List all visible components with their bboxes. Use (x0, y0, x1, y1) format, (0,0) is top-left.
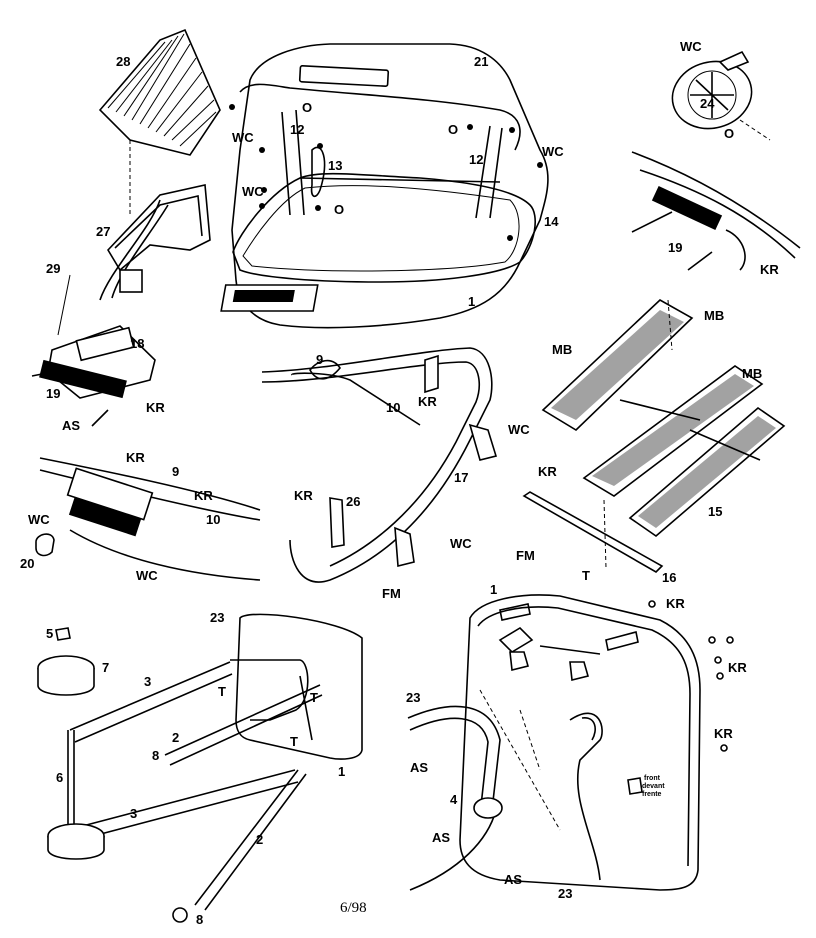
callout-mb: MB (704, 308, 724, 323)
callout-as: AS (410, 760, 428, 775)
callout-26: 26 (346, 494, 360, 509)
handle-plate-18 (31, 274, 156, 427)
part-callouts: 28 21 WC 24 O O WC 12 13 O 12 WC WC O 14… (20, 39, 779, 927)
callout-17: 17 (454, 470, 468, 485)
callout-wc: WC (680, 39, 702, 54)
callout-kr: KR (294, 488, 313, 503)
callout-8: 8 (152, 748, 159, 763)
callout-12: 12 (469, 152, 483, 167)
callout-kr: KR (194, 488, 213, 503)
side-panel-detail (35, 457, 261, 581)
callout-1: 1 (338, 764, 345, 779)
callout-9: 9 (172, 464, 179, 479)
callout-t: T (582, 568, 590, 583)
callout-1: 1 (490, 582, 497, 597)
callout-wc: WC (508, 422, 530, 437)
callout-o: O (302, 100, 312, 115)
callout-8: 8 (196, 912, 203, 927)
callout-t: T (290, 734, 298, 749)
callout-kr: KR (418, 394, 437, 409)
callout-5: 5 (46, 626, 53, 641)
callout-o: O (334, 202, 344, 217)
callout-15: 15 (708, 504, 722, 519)
decal-text-frente: frente (642, 791, 662, 798)
grate-assembly (98, 28, 221, 301)
callout-as: AS (504, 872, 522, 887)
callout-2: 2 (172, 730, 179, 745)
callout-wc: WC (242, 184, 264, 199)
side-mount-19 (631, 151, 801, 271)
callout-27: 27 (96, 224, 110, 239)
step-assembly (522, 299, 786, 573)
callout-fm: FM (516, 548, 535, 563)
decal-text-front: front (644, 775, 661, 782)
callout-kr: KR (538, 464, 557, 479)
callout-wc: WC (450, 536, 472, 551)
callout-23: 23 (406, 690, 420, 705)
callout-kr: KR (666, 596, 685, 611)
callout-3: 3 (144, 674, 151, 689)
callout-28: 28 (116, 54, 130, 69)
callout-o: O (448, 122, 458, 137)
callout-18: 18 (130, 336, 144, 351)
callout-as: AS (432, 830, 450, 845)
callout-9: 9 (316, 352, 323, 367)
callout-29: 29 (46, 261, 60, 276)
callout-23: 23 (558, 886, 572, 901)
callout-24: 24 (700, 96, 715, 111)
callout-4: 4 (450, 792, 458, 807)
callout-10: 10 (386, 400, 400, 415)
legs-axle-assembly (37, 613, 363, 923)
callout-23: 23 (210, 610, 224, 625)
callout-o: O (724, 126, 734, 141)
callout-kr: KR (714, 726, 733, 741)
callout-t: T (218, 684, 226, 699)
callout-mb: MB (552, 342, 572, 357)
callout-wc: WC (542, 144, 564, 159)
callout-as: AS (62, 418, 80, 433)
callout-wc: WC (28, 512, 50, 527)
callout-kr: KR (728, 660, 747, 675)
callout-3: 3 (130, 806, 137, 821)
callout-kr: KR (126, 450, 145, 465)
decal-text-devant: devant (642, 783, 665, 790)
tub-corner-detail (261, 347, 498, 583)
callout-6: 6 (56, 770, 63, 785)
callout-kr: KR (760, 262, 779, 277)
callout-7: 7 (102, 660, 109, 675)
callout-19: 19 (46, 386, 60, 401)
tub-assembly (220, 43, 549, 329)
callout-16: 16 (662, 570, 676, 585)
callout-21: 21 (474, 54, 488, 69)
callout-20: 20 (20, 556, 34, 571)
callout-mb: MB (742, 366, 762, 381)
callout-14: 14 (544, 214, 559, 229)
callout-wc: WC (232, 130, 254, 145)
callout-12: 12 (290, 122, 304, 137)
page-code: 6/98 (340, 900, 367, 916)
knob-24 (671, 50, 771, 141)
callout-kr: KR (146, 400, 165, 415)
callout-13: 13 (328, 158, 342, 173)
callout-wc: WC (136, 568, 158, 583)
callout-2: 2 (256, 832, 263, 847)
callout-t: T (310, 690, 318, 705)
callout-10: 10 (206, 512, 220, 527)
callout-19: 19 (668, 240, 682, 255)
callout-1: 1 (468, 294, 475, 309)
callout-fm: FM (382, 586, 401, 601)
tub-underside: front devant frente (407, 594, 734, 891)
